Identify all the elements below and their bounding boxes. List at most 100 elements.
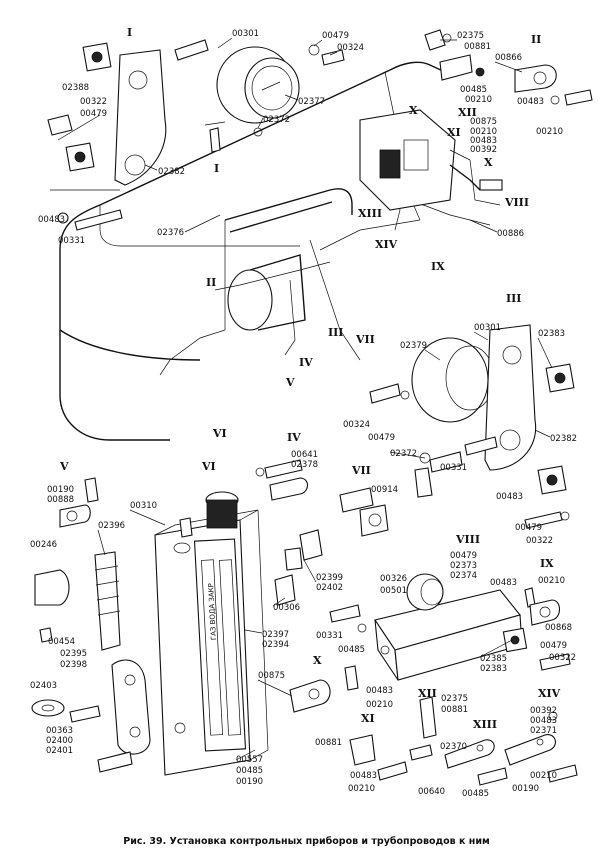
marker-I: I bbox=[214, 162, 219, 175]
callout-00866: 00866 bbox=[495, 53, 522, 63]
callout-00483-a: 00483 bbox=[517, 97, 544, 107]
callout-00479-f: 00479 bbox=[540, 641, 567, 651]
callout-02388-a: 02388 bbox=[62, 83, 89, 93]
callout-02376: 02376 bbox=[157, 228, 184, 238]
callout-02396: 02396 bbox=[98, 521, 125, 531]
callout-00324-b: 00324 bbox=[343, 420, 370, 430]
view-III-assembly bbox=[369, 324, 575, 529]
view-label-XII: XII bbox=[418, 687, 437, 700]
callout-00322-b: 00322 bbox=[526, 536, 553, 546]
marker-XIII: XIII bbox=[358, 207, 382, 220]
callout-00914: 00914 bbox=[371, 485, 398, 495]
view-label-VII: VII bbox=[351, 464, 371, 477]
callout-00875-a: 00875 bbox=[470, 117, 497, 127]
callout-02394: 02394 bbox=[262, 640, 289, 650]
callout-02377: 02377 bbox=[298, 97, 325, 107]
callout-02399: 02399 bbox=[316, 573, 343, 583]
callout-00326: 00326 bbox=[380, 574, 407, 584]
callout-00483-b: 00483 bbox=[470, 136, 497, 146]
view-VI-flowmeter: ГАЗ ВОДА ЗАКР bbox=[154, 491, 269, 776]
callout-00454: 00454 bbox=[48, 637, 75, 647]
callout-00485-c: 00485 bbox=[236, 766, 263, 776]
callout-02401: 02401 bbox=[46, 746, 73, 756]
view-label-II: II bbox=[531, 33, 541, 46]
view-XIV-assembly bbox=[504, 711, 578, 783]
callout-00306: 00306 bbox=[273, 603, 300, 613]
callout-00392-a: 00392 bbox=[470, 145, 497, 155]
view-label-VI: VI bbox=[201, 460, 216, 473]
view-II-assembly bbox=[424, 29, 593, 106]
callout-00881-c: 00881 bbox=[315, 738, 342, 748]
callout-00483-h: 00483 bbox=[350, 771, 377, 781]
marker-XIV: XIV bbox=[375, 238, 398, 251]
view-label-III: III bbox=[506, 292, 521, 305]
callout-00483-d: 00483 bbox=[496, 492, 523, 502]
callout-00210-g: 00210 bbox=[530, 771, 557, 781]
marker-XI: XI bbox=[447, 126, 461, 139]
callout-02373: 02373 bbox=[450, 561, 477, 571]
callout-02383-a: 02383 bbox=[538, 329, 565, 339]
view-IX-assembly bbox=[524, 587, 571, 671]
callout-00479-d: 00479 bbox=[515, 523, 542, 533]
callout-00210-c: 00210 bbox=[470, 127, 497, 137]
view-XI-assembly bbox=[349, 734, 408, 781]
callout-00881-a: 00881 bbox=[464, 42, 491, 52]
callout-00310: 00310 bbox=[130, 501, 157, 511]
callout-02398: 02398 bbox=[60, 660, 87, 670]
figure-caption: Рис. 39. Установка контрольных приборов … bbox=[123, 836, 490, 847]
callout-00392-b: 00392 bbox=[530, 706, 557, 716]
callout-02378: 02378 bbox=[291, 460, 318, 470]
callout-00322-a: 00322 bbox=[80, 97, 107, 107]
callout-00640: 00640 bbox=[418, 787, 445, 797]
callout-00485-b: 00485 bbox=[338, 645, 365, 655]
callout-00483-c: 00483 bbox=[38, 215, 65, 225]
callout-00190-c: 00190 bbox=[512, 784, 539, 794]
machine-housing bbox=[59, 61, 446, 441]
marker-X-2: X bbox=[484, 156, 493, 169]
callout-00301-b: 00301 bbox=[474, 323, 501, 333]
callout-02397: 02397 bbox=[262, 630, 289, 640]
leader-lines bbox=[97, 37, 553, 761]
callout-00479-a: 00479 bbox=[322, 31, 349, 41]
view-XIII-assembly bbox=[444, 739, 508, 786]
marker-IX: IX bbox=[431, 260, 445, 273]
callout-00868: 00868 bbox=[545, 623, 572, 633]
marker-V: V bbox=[285, 376, 295, 389]
view-label-XI: XI bbox=[361, 712, 375, 725]
callout-00331-a: 00331 bbox=[58, 236, 85, 246]
callout-00483-e: 00483 bbox=[490, 578, 517, 588]
gauge-scale-label: ГАЗ ВОДА ЗАКР bbox=[207, 583, 218, 640]
callout-00479-b: 00479 bbox=[80, 109, 107, 119]
view-IV-assembly bbox=[255, 459, 309, 501]
callout-02375-a: 02375 bbox=[457, 31, 484, 41]
callout-02370: 02370 bbox=[440, 742, 467, 752]
view-VII-assembly bbox=[339, 467, 433, 537]
marker-II: II bbox=[206, 276, 216, 289]
callout-00501: 00501 bbox=[380, 586, 407, 596]
callout-02382-b: 02382 bbox=[550, 434, 577, 444]
callout-02371: 02371 bbox=[530, 726, 557, 736]
callout-00363: 00363 bbox=[46, 726, 73, 736]
callout-02400: 02400 bbox=[46, 736, 73, 746]
callout-00210-b: 00210 bbox=[536, 127, 563, 137]
callout-02403: 02403 bbox=[30, 681, 57, 691]
marker-X-1: X bbox=[409, 104, 418, 117]
callout-02372-a: 02372 bbox=[263, 115, 290, 125]
marker-VIII: VIII bbox=[504, 196, 529, 209]
view-I-assembly bbox=[47, 39, 345, 231]
view-XII-assembly bbox=[409, 696, 437, 761]
callout-02382-a: 02382 bbox=[158, 167, 185, 177]
marker-III: III bbox=[328, 326, 343, 339]
callout-00324-a: 00324 bbox=[337, 43, 364, 53]
callout-00888: 00888 bbox=[47, 495, 74, 505]
callout-00875-b: 00875 bbox=[258, 671, 285, 681]
callout-00483-f: 00483 bbox=[366, 686, 393, 696]
marker-IV: IV bbox=[299, 356, 313, 369]
callout-00210-f: 00210 bbox=[348, 784, 375, 794]
callout-00210-e: 00210 bbox=[366, 700, 393, 710]
callout-02379: 02379 bbox=[400, 341, 427, 351]
callout-02395: 02395 bbox=[60, 649, 87, 659]
view-V-assembly bbox=[59, 477, 99, 528]
callout-00479-e: 00479 bbox=[450, 551, 477, 561]
callout-00557: 00557 bbox=[236, 755, 263, 765]
